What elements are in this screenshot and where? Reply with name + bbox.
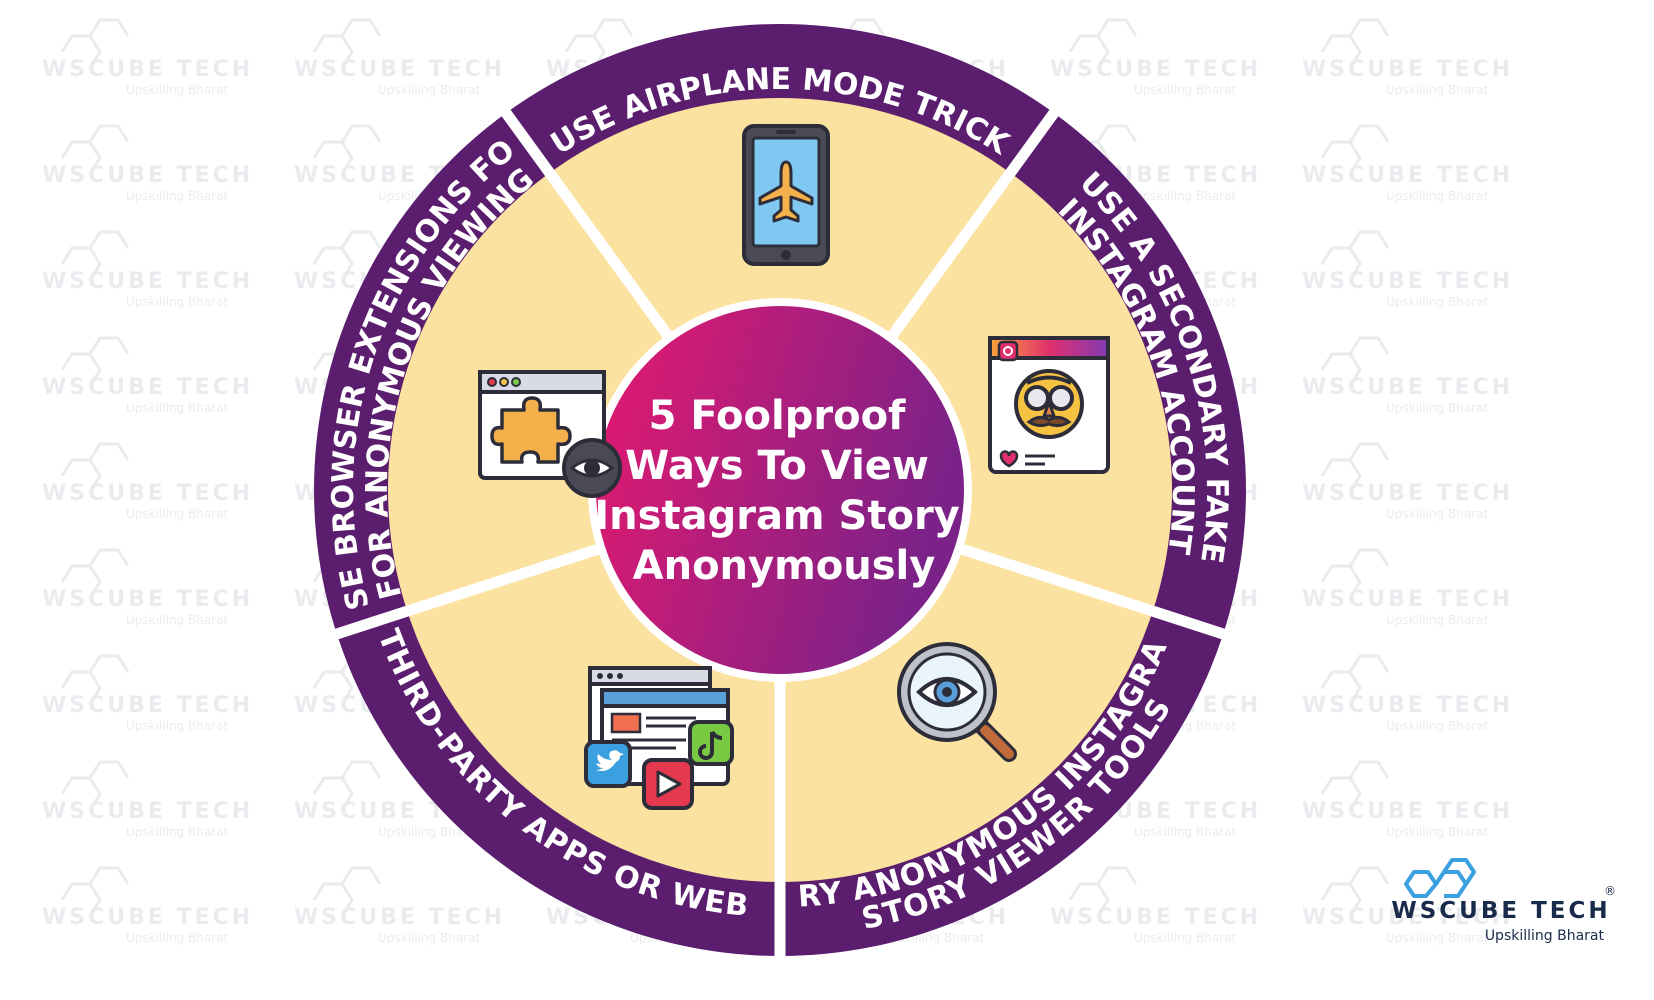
watermark-tagline: Upskilling Bharat bbox=[378, 83, 480, 97]
watermark-name: WSCUBE TECH bbox=[1302, 587, 1513, 612]
watermark-name: WSCUBE TECH bbox=[1302, 481, 1513, 506]
watermark-name: WSCUBE TECH bbox=[294, 57, 505, 82]
registered-mark: ® bbox=[1604, 884, 1616, 898]
brand-tagline: Upskilling Bharat bbox=[1484, 928, 1604, 944]
watermark-name: WSCUBE TECH bbox=[1050, 905, 1261, 930]
watermark-tagline: Upskilling Bharat bbox=[126, 401, 228, 415]
watermark-name: WSCUBE TECH bbox=[42, 799, 253, 824]
watermark-tagline: Upskilling Bharat bbox=[1386, 825, 1488, 839]
watermark-tagline: Upskilling Bharat bbox=[126, 931, 228, 945]
segment-divider bbox=[884, 106, 1061, 343]
center-title: 5 Foolproof Ways To View Instagram Story… bbox=[594, 393, 973, 589]
watermark-tagline: Upskilling Bharat bbox=[1134, 931, 1236, 945]
watermark-name: WSCUBE TECH bbox=[1302, 57, 1513, 82]
watermark-name: WSCUBE TECH bbox=[1050, 57, 1261, 82]
watermark-name: WSCUBE TECH bbox=[1302, 375, 1513, 400]
watermark-name: WSCUBE TECH bbox=[1302, 693, 1513, 718]
center-title-line: Instagram Story bbox=[594, 493, 959, 539]
watermark-name: WSCUBE TECH bbox=[42, 587, 253, 612]
watermark-tagline: Upskilling Bharat bbox=[126, 507, 228, 521]
watermark-tagline: Upskilling Bharat bbox=[1386, 719, 1488, 733]
watermark-tagline: Upskilling Bharat bbox=[1134, 825, 1236, 839]
segment-divider bbox=[499, 106, 676, 343]
watermark-tagline: Upskilling Bharat bbox=[1386, 295, 1488, 309]
watermark-tagline: Upskilling Bharat bbox=[1386, 401, 1488, 415]
watermark-name: WSCUBE TECH bbox=[1302, 905, 1513, 930]
center-title-line: Ways To View bbox=[625, 443, 929, 489]
watermark-name: WSCUBE TECH bbox=[1302, 799, 1513, 824]
watermark-tagline: Upskilling Bharat bbox=[126, 719, 228, 733]
app-windows-icon bbox=[584, 666, 734, 810]
watermark-name: WSCUBE TECH bbox=[42, 481, 253, 506]
watermark-tagline: Upskilling Bharat bbox=[1386, 83, 1488, 97]
center-circle bbox=[588, 298, 972, 682]
watermark-name: WSCUBE TECH bbox=[42, 375, 253, 400]
watermark-tagline: Upskilling Bharat bbox=[378, 931, 480, 945]
watermark-name: WSCUBE TECH bbox=[294, 905, 505, 930]
watermark-tagline: Upskilling Bharat bbox=[126, 825, 228, 839]
brand-logo: WSCUBE TECH ® Upskilling Bharat bbox=[1386, 852, 1616, 952]
segment-divider bbox=[955, 542, 1229, 641]
watermark-name: WSCUBE TECH bbox=[42, 57, 253, 82]
watermark-tagline: Upskilling Bharat bbox=[126, 189, 228, 203]
watermark-name: WSCUBE TECH bbox=[42, 163, 253, 188]
watermark-tagline: Upskilling Bharat bbox=[1134, 189, 1236, 203]
watermark-tagline: Upskilling Bharat bbox=[126, 83, 228, 97]
watermark-tagline: Upskilling Bharat bbox=[126, 613, 228, 627]
center-title-line: 5 Foolproof bbox=[649, 393, 906, 439]
watermark-tagline: Upskilling Bharat bbox=[378, 825, 480, 839]
segment-dividers bbox=[331, 106, 1229, 960]
watermark-tagline: Upskilling Bharat bbox=[1386, 507, 1488, 521]
watermark-tagline: Upskilling Bharat bbox=[1386, 931, 1488, 945]
center-title-line: Anonymously bbox=[633, 543, 936, 589]
browser-extension-icon bbox=[478, 370, 622, 498]
watermark-name: WSCUBE TECH bbox=[42, 693, 253, 718]
watermark-name: WSCUBE TECH bbox=[42, 905, 253, 930]
brand-name: WSCUBE TECH bbox=[1391, 898, 1611, 924]
watermark-tagline: Upskilling Bharat bbox=[126, 295, 228, 309]
segment-divider bbox=[331, 542, 605, 641]
watermark-tagline: Upskilling Bharat bbox=[1386, 189, 1488, 203]
watermark-tagline: Upskilling Bharat bbox=[1134, 83, 1236, 97]
watermark-name: WSCUBE TECH bbox=[1302, 163, 1513, 188]
magnifier-eye-icon bbox=[897, 642, 1017, 762]
watermark-tagline: Upskilling Bharat bbox=[1386, 613, 1488, 627]
watermark-name: WSCUBE TECH bbox=[42, 269, 253, 294]
watermark-name: WSCUBE TECH bbox=[1302, 269, 1513, 294]
phone-airplane-icon bbox=[742, 124, 830, 266]
hexagon-logo-icon bbox=[1404, 858, 1476, 898]
disguised-profile-icon bbox=[988, 336, 1110, 474]
